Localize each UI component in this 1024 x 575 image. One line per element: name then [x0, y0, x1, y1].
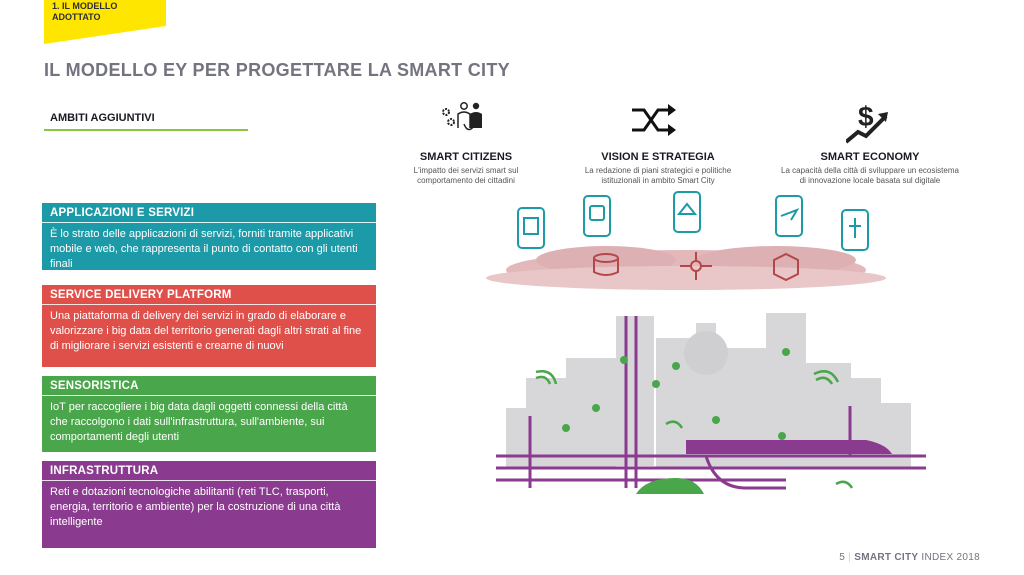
app-phones-row — [517, 191, 869, 251]
layer-body: È lo strato delle applicazioni di serviz… — [50, 228, 358, 270]
page-footer: 5 | SMART CITY INDEX 2018 — [839, 552, 980, 563]
column-heading: SMART CITIZENS — [419, 151, 513, 163]
divider — [42, 480, 376, 481]
section-tag-line2: ADOTTATO — [52, 12, 101, 22]
section-tag: 1. IL MODELLO ADOTTATO — [44, 0, 166, 44]
layer-body: Una piattaforma di delivery dei servizi … — [50, 310, 362, 352]
database-icon — [593, 253, 619, 276]
column-vision-strategia: VISION E STRATEGIA La redazione di piani… — [568, 151, 748, 186]
layer-heading: INFRASTRUTTURA — [50, 465, 159, 477]
dollar-growth-icon: $ — [846, 102, 888, 144]
signal-waves — [535, 370, 854, 489]
layer-heading: SERVICE DELIVERY PLATFORM — [50, 289, 232, 301]
divider — [42, 395, 376, 396]
footer-label-bold: SMART CITY — [854, 552, 919, 563]
smart-city-illustration — [486, 191, 926, 494]
column-desc-line2: di innovazione locale basata sul digital… — [799, 176, 941, 185]
layer-heading: SENSORISTICA — [50, 380, 139, 392]
network-icon — [680, 252, 712, 280]
bus-app-icon — [583, 195, 611, 237]
section-tag-text: 1. IL MODELLO ADOTTATO — [52, 1, 152, 23]
layer-body: IoT per raccogliere i big data dagli ogg… — [50, 401, 348, 443]
layer-sensoristica-box: SENSORISTICA IoT per raccogliere i big d… — [42, 376, 376, 452]
column-desc-line2: istituzionali in ambito Smart City — [601, 176, 715, 185]
subheading-underline — [44, 129, 248, 131]
divider — [42, 222, 376, 223]
transport-network — [496, 316, 926, 490]
layer-infrastruttura-box: INFRASTRUTTURA Reti e dotazioni tecnolog… — [42, 461, 376, 548]
health-app-icon — [841, 209, 869, 251]
column-heading: SMART ECONOMY — [820, 151, 920, 163]
footer-separator: | — [848, 552, 852, 563]
layer-body: Reti e dotazioni tecnologiche abilitanti… — [50, 486, 341, 528]
cloud-platform — [486, 246, 886, 290]
school-app-icon — [673, 191, 701, 233]
car — [636, 478, 704, 494]
column-smart-citizens: SMART CITIZENS L'impatto dei servizi sma… — [386, 151, 546, 186]
section-tag-line1: 1. IL MODELLO — [52, 1, 118, 11]
layer-applicazioni-box: APPLICAZIONI E SERVIZI È lo strato delle… — [42, 203, 376, 270]
bank-app-icon — [517, 207, 545, 249]
column-smart-economy: SMART ECONOMY La capacità della città di… — [760, 151, 980, 186]
layer-service-delivery-box: SERVICE DELIVERY PLATFORM Una piattaform… — [42, 285, 376, 367]
column-heading: VISION E STRATEGIA — [601, 151, 715, 163]
page-number: 5 — [839, 552, 846, 563]
train — [686, 440, 892, 454]
layer-heading: APPLICAZIONI E SERVIZI — [50, 207, 195, 219]
plane-app-icon — [775, 195, 803, 237]
column-desc-line1: L'impatto dei servizi smart sul — [413, 166, 519, 175]
divider — [42, 304, 376, 305]
cube-icon — [773, 252, 799, 282]
people-gears-icon — [442, 102, 482, 131]
column-desc-line2: comportamento dei cittadini — [417, 176, 515, 185]
page-title: IL MODELLO EY PER PROGETTARE LA SMART CI… — [44, 60, 510, 80]
footer-label-rest: INDEX 2018 — [918, 552, 980, 563]
shuffle-arrows-icon — [632, 104, 676, 136]
sensor-nodes — [562, 348, 790, 440]
svg-text:$: $ — [858, 102, 874, 132]
column-desc-line1: La redazione di piani strategici e polit… — [584, 166, 732, 175]
section-tag-shape — [44, 0, 166, 44]
subheading: AMBITI AGGIUNTIVI — [50, 112, 155, 124]
column-desc-line1: La capacità della città di sviluppare un… — [781, 166, 959, 175]
